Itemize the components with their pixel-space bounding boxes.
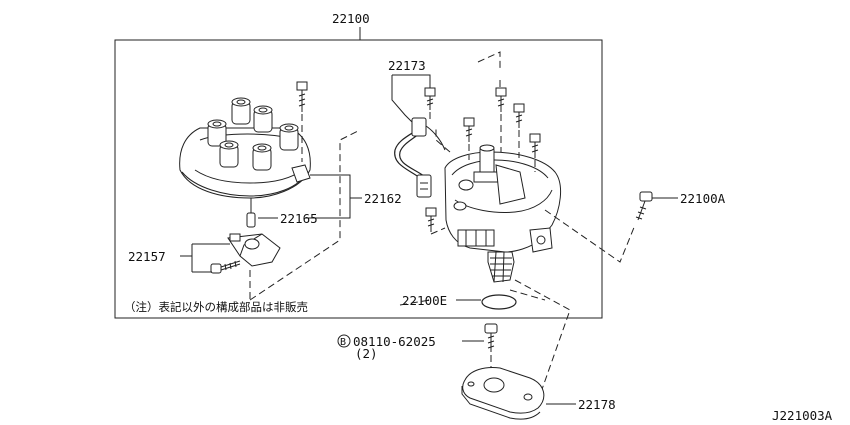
wire-harness bbox=[394, 117, 446, 198]
bolt-prefix-circle bbox=[337, 334, 351, 348]
assembly-frame bbox=[114, 39, 603, 319]
cap-bolt bbox=[296, 81, 308, 112]
harness-screw bbox=[424, 87, 436, 110]
label-22165: 22165 bbox=[280, 211, 318, 226]
rotor-screw bbox=[210, 260, 241, 274]
bolt-prefix-letter: B bbox=[340, 337, 346, 348]
figure-code: J221003A bbox=[772, 408, 833, 423]
label-22173: 22173 bbox=[388, 58, 426, 73]
label-08110-62025: 08110-62025 bbox=[353, 334, 436, 349]
label-bolt-qty: (2) bbox=[355, 346, 378, 361]
label-22162: 22162 bbox=[364, 191, 402, 206]
label-22100E: 22100E bbox=[402, 293, 447, 308]
distributor-body bbox=[444, 144, 562, 283]
rotor bbox=[227, 233, 281, 267]
distributor-cap bbox=[179, 97, 311, 199]
label-22100: 22100 bbox=[332, 11, 370, 26]
label-22157: 22157 bbox=[128, 249, 166, 264]
side-bolt bbox=[635, 191, 653, 221]
rotor-pin bbox=[246, 205, 256, 228]
not-sold-note: （注）表記以外の構成部品は非販売 bbox=[124, 300, 308, 314]
standard-bolt bbox=[484, 323, 498, 352]
label-22178: 22178 bbox=[578, 397, 616, 412]
o-ring bbox=[481, 294, 517, 310]
mounting-plate bbox=[461, 367, 545, 420]
body-screws bbox=[425, 87, 541, 232]
label-22100A: 22100A bbox=[680, 191, 726, 206]
